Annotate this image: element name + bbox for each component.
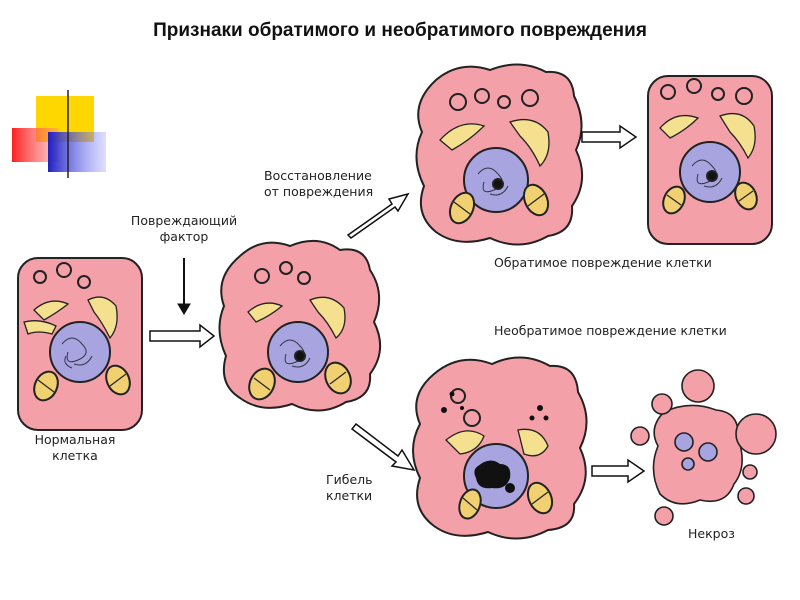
arrows — [149, 124, 646, 484]
reversible-injury-cell — [415, 63, 583, 246]
label-necrosis: Некроз — [688, 526, 735, 541]
necrotic-cell — [630, 369, 777, 526]
injured-cell — [218, 239, 381, 412]
normal-cell — [17, 257, 143, 431]
recovered-cell — [647, 75, 773, 245]
decorative-header-graphic — [12, 90, 520, 178]
label-damaging-factor: Повреждающий фактор — [130, 213, 238, 244]
page-title: Признаки обратимого и необратимого повре… — [153, 20, 647, 41]
deco-blue-square — [48, 132, 106, 172]
hollow-arrow-icon — [581, 124, 638, 150]
label-cell-death: Гибель клетки — [326, 472, 373, 503]
label-irreversible-injury: Необратимое повреждение клетки — [494, 323, 727, 338]
label-reversible-injury: Обратимое повреждение клетки — [494, 255, 712, 270]
nucleus-icon — [49, 321, 111, 383]
er-icon — [33, 300, 70, 321]
hollow-arrow-icon — [346, 192, 410, 239]
hollow-arrow-icon — [149, 323, 216, 349]
irreversible-injury-cell — [412, 356, 588, 540]
hollow-arrow-icon — [591, 458, 646, 484]
hollow-arrow-icon — [350, 422, 416, 472]
blebs-icon — [681, 369, 715, 403]
label-recovery: Восстановление от повреждения — [264, 168, 374, 199]
label-normal-cell: Нормальная клетка — [34, 432, 116, 463]
